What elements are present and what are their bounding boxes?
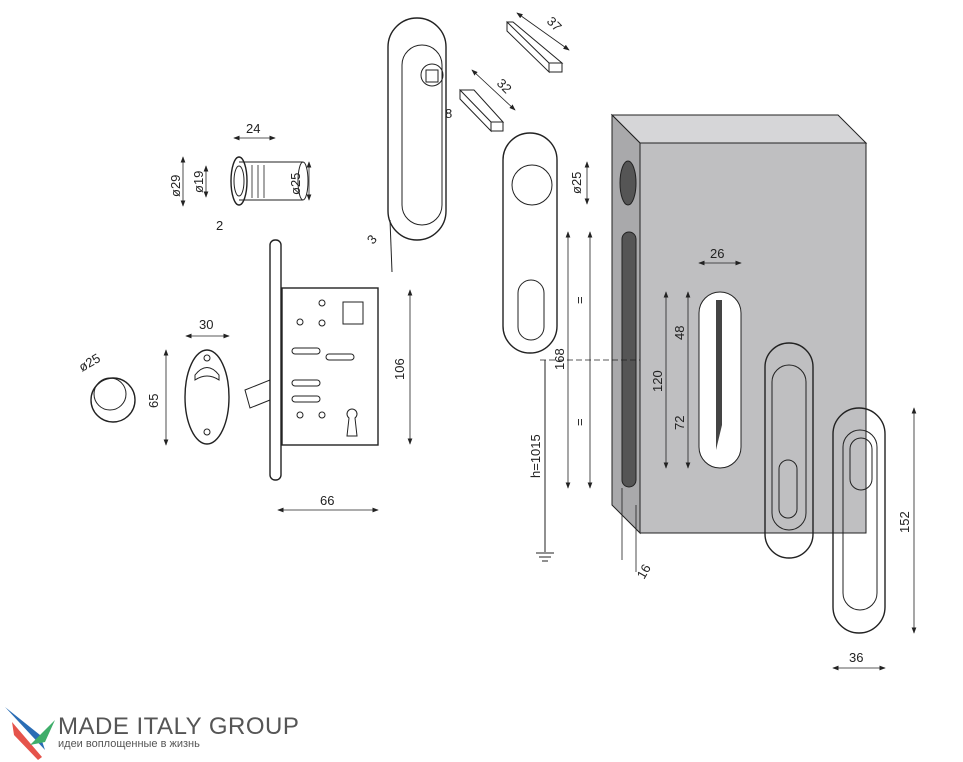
dim-handle-length: 152	[897, 511, 912, 533]
dim-slot-width: 26	[710, 246, 724, 261]
dim-equal-bottom: =	[572, 418, 587, 426]
dim-handle-thickness: 3	[364, 232, 380, 247]
dim-plate-spacing: 168	[552, 348, 567, 370]
logo-tagline: идеи воплощенные в жизнь	[58, 738, 200, 750]
dim-escutcheon-height: 65	[146, 394, 161, 408]
escutcheon	[184, 349, 230, 445]
dim-lock-depth: 66	[320, 493, 334, 508]
handle-side	[387, 17, 447, 273]
dim-cylinder-outer: ø29	[168, 175, 183, 197]
dim-slot-lower: 72	[672, 416, 687, 430]
dim-escutcheon-width: 30	[199, 317, 213, 332]
lock-body	[244, 239, 379, 481]
door-hole	[619, 160, 637, 206]
dim-handle-width: 36	[849, 650, 863, 665]
dim-edge-offset: 16	[634, 561, 654, 581]
door-edge-slot	[621, 231, 637, 488]
dim-ring: ø25	[76, 350, 103, 374]
dim-slot-total: 120	[650, 370, 665, 392]
handle-knob-plate	[502, 132, 558, 354]
dim-cylinder-inner: ø19	[191, 171, 206, 193]
handle-plate-middle	[764, 342, 814, 559]
dim-slot-upper: 48	[672, 326, 687, 340]
handle-plate-front	[832, 407, 886, 634]
floor-symbol	[536, 360, 554, 562]
dim-cylinder-length: 24	[246, 121, 260, 136]
dim-floor-height: h=1015	[528, 434, 543, 478]
dimension-labels: 24 ø29 ø19 ø25 2 30 65 ø25 106 66 3 8 32…	[76, 14, 912, 665]
logo-title: MADE ITALY GROUP	[58, 713, 300, 740]
dim-spindle-long: 37	[544, 14, 565, 35]
spindle-short	[459, 88, 505, 133]
logo-mark	[5, 707, 55, 760]
door-block	[610, 113, 868, 535]
dim-door-hole: ø25	[569, 172, 584, 194]
dim-lock-height: 106	[392, 358, 407, 380]
dimension-lines	[163, 12, 917, 671]
dim-cylinder-flange: 2	[216, 218, 223, 233]
dim-equal-top: =	[572, 296, 587, 304]
cylinder	[230, 156, 309, 206]
dim-cylinder-body: ø25	[288, 173, 303, 195]
dim-spindle-square: 8	[445, 106, 452, 121]
ring	[90, 377, 136, 423]
